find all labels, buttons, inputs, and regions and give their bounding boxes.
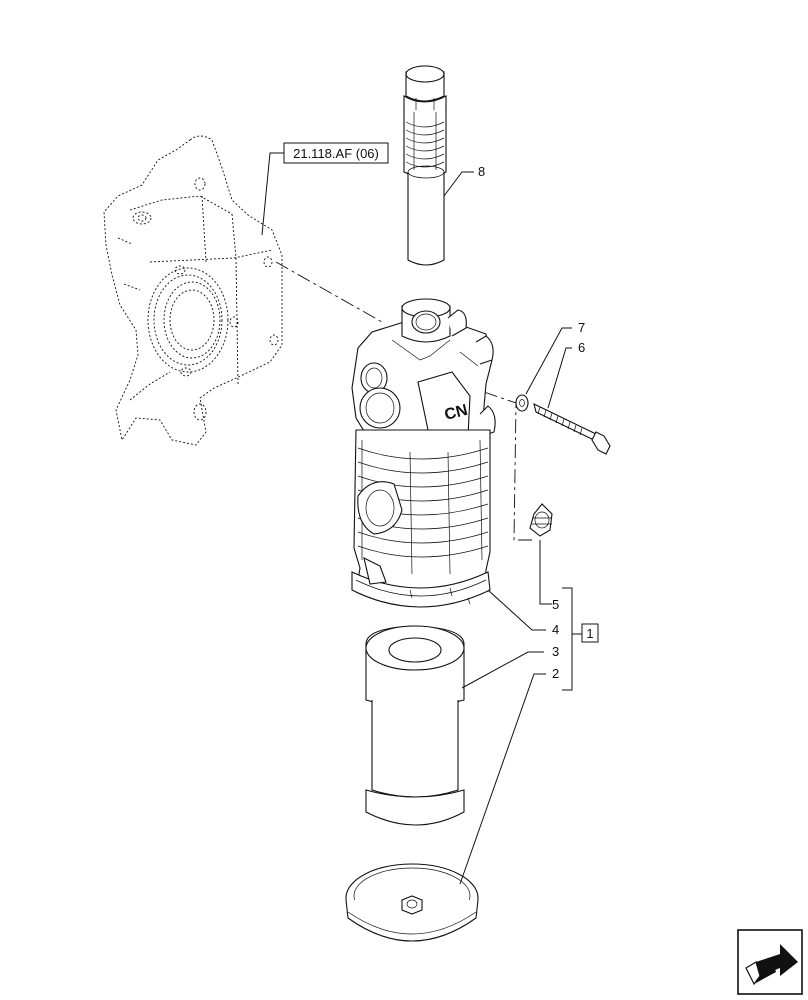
callout-6[interactable]: 6 <box>578 340 585 355</box>
page-turn-arrow-icon[interactable] <box>737 929 803 995</box>
bowl-cover <box>345 863 479 942</box>
kit-label-box[interactable] <box>581 623 599 643</box>
leader-lines <box>443 171 582 885</box>
callout-8[interactable]: 8 <box>478 164 485 179</box>
callout-7[interactable]: 7 <box>578 320 585 335</box>
reference-label[interactable]: 21.118.AF (06) <box>293 146 379 161</box>
callout-3[interactable]: 3 <box>552 644 559 659</box>
callout-2[interactable]: 2 <box>552 666 559 681</box>
callout-5[interactable]: 5 <box>552 597 559 612</box>
filter-cartridge <box>365 625 465 826</box>
filter-housing <box>351 429 491 608</box>
washer <box>515 394 529 412</box>
kit-label[interactable]: 1 <box>586 626 593 641</box>
bolt <box>533 402 611 455</box>
svg-text:CN: CN <box>443 402 470 424</box>
callout-4[interactable]: 4 <box>552 622 559 637</box>
strainer-element <box>403 65 447 266</box>
drain-cap <box>529 503 553 537</box>
gearbox-housing-phantom <box>103 135 283 446</box>
filter-head: CN <box>351 298 496 453</box>
mounting-centerline <box>275 261 383 323</box>
bolt-centerline <box>483 391 532 541</box>
callout-numbers: 8 7 6 5 4 3 2 <box>478 164 585 681</box>
